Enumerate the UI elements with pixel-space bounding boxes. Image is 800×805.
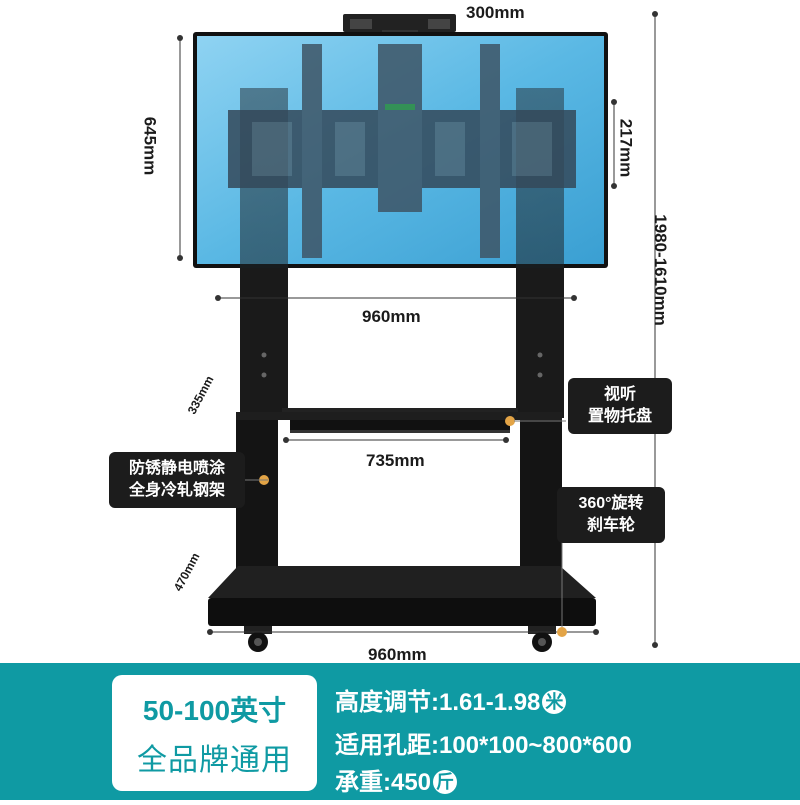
wheel-callout-dot [557,627,567,637]
tray-callout-dot [505,416,515,426]
size-range-text: 50-100英寸 [142,695,287,726]
vesa-spec-text: 适用孔距:100*100~800*600 [335,732,632,759]
lower-right-frame [520,412,562,590]
screen-height-label: 645mm [140,116,160,176]
frame-callout-line2: 全身冷轧钢架 [128,482,225,499]
shelf-width-label: 735mm [366,451,425,470]
load-unit: 斤 [433,770,458,794]
vesa-bracket [228,44,576,258]
base-width-label: 960mm [368,645,427,664]
top-width-label: 300mm [466,3,525,22]
wheel-callout-line2: 刹车轮 [586,517,635,534]
tray-callout-line2: 置物托盘 [587,408,652,425]
height-unit: 米 [542,690,567,714]
base-front [208,598,596,626]
tray-callout-line1: 视听 [603,386,636,403]
vesa-spec: 适用孔距:100*100~800*600 [335,725,632,760]
frame-callout: 防锈静电喷涂 全身冷轧钢架 [109,452,245,508]
wheel-callout: 360°旋转 刹车轮 [557,487,665,543]
load-spec-text: 承重:450 [335,769,432,796]
tray-callout: 视听 置物托盘 [568,378,672,434]
base-shelf [208,566,596,598]
frame-callout-line1: 防锈静电喷涂 [128,460,225,477]
wheel-callout-line1: 360°旋转 [578,495,644,512]
bracket-height-label: 217mm [616,118,636,178]
compatibility-text: 全品牌通用 [137,744,292,777]
column-spacing-label: 960mm [362,307,421,326]
total-height-label: 1980-1610mm [650,214,670,326]
height-spec-text: 高度调节:1.61-1.98 [335,689,541,716]
size-badge: 50-100英寸 全品牌通用 [112,675,317,791]
caster-wheels [244,626,556,652]
